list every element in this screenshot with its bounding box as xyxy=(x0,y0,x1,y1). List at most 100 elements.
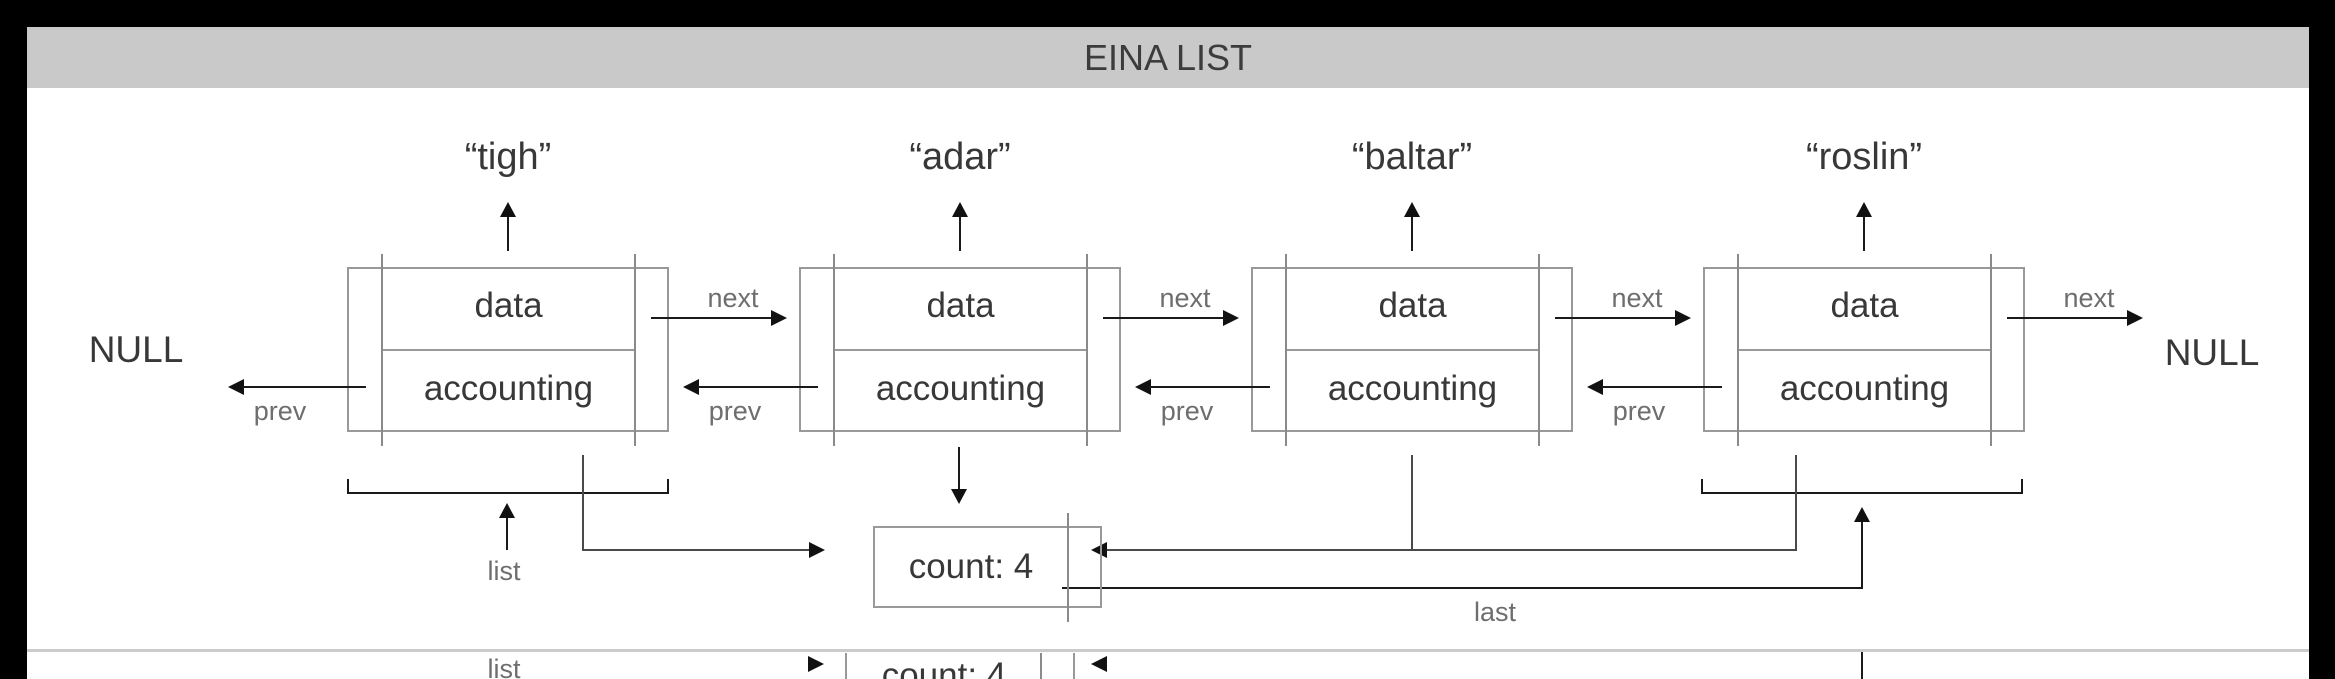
node-4-right-column-line xyxy=(1990,254,1992,446)
last-bracket-4-right-tick xyxy=(2021,479,2023,493)
node-1-left-column-line xyxy=(381,254,383,446)
node-2-row-divider xyxy=(835,349,1086,351)
prev-arrowhead-3-icon xyxy=(1135,379,1151,395)
next-label-2: next xyxy=(1159,283,1211,313)
list-node-3: “baltar” data accounting xyxy=(1251,27,1573,679)
page-title: EINA LIST xyxy=(1083,37,1253,78)
node-2-value-label: “adar” xyxy=(909,136,1011,178)
node-4-data-cell: data xyxy=(1830,286,1899,325)
list-label: list xyxy=(487,556,521,586)
node-1-data-cell: data xyxy=(474,286,543,325)
list-bracket-1-left-tick xyxy=(347,479,349,493)
next-arrow-1 xyxy=(651,317,773,319)
list-node-1: “tigh” data accounting xyxy=(347,27,669,679)
next-label-1: next xyxy=(707,283,759,313)
next-arrowhead-1-icon xyxy=(771,310,787,326)
null-right-label: NULL xyxy=(2164,332,2260,373)
node-2-right-column-line xyxy=(1086,254,1088,446)
next-arrow-2 xyxy=(1103,317,1225,319)
list-bracket-1 xyxy=(347,492,669,494)
last-arrowhead-icon xyxy=(1854,507,1870,522)
node-1-count-connector-v xyxy=(582,455,584,551)
node-2-value-arrow xyxy=(959,216,961,251)
node-4-count-connector-v xyxy=(1795,455,1797,551)
node-4-value-label: “roslin” xyxy=(1805,136,1923,178)
node-3-value-arrow xyxy=(1411,216,1413,251)
node-2-value-arrowhead-icon xyxy=(952,202,968,217)
prev-arrow-1 xyxy=(242,386,366,388)
node-1-value-label: “tigh” xyxy=(464,136,552,178)
prev-label-4: prev xyxy=(1612,396,1666,426)
next-arrow-4 xyxy=(2007,317,2129,319)
node-3-right-column-line xyxy=(1538,254,1540,446)
node-2-count-arrowhead-icon xyxy=(951,489,967,504)
last-bracket-4 xyxy=(1701,492,2023,494)
second-figure-count-box-left-edge xyxy=(845,653,847,679)
node-4-left-column-line xyxy=(1737,254,1739,446)
node-3-row-divider xyxy=(1287,349,1538,351)
last-connector-v xyxy=(1861,521,1863,589)
node-4-value-arrow xyxy=(1863,216,1865,251)
node-3-box xyxy=(1251,267,1573,432)
node-1-accounting-cell: accounting xyxy=(423,369,594,408)
node-1-value-arrowhead-icon xyxy=(500,202,516,217)
next-label-3: next xyxy=(1611,283,1663,313)
count-right-connector-h xyxy=(1106,549,1797,551)
prev-arrow-2 xyxy=(697,386,818,388)
count-value: count: 4 xyxy=(908,547,1034,586)
last-label: last xyxy=(1473,597,1517,627)
count-box-column-line xyxy=(1067,513,1069,622)
prev-arrowhead-2-icon xyxy=(683,379,699,395)
second-figure-count-value: count: 4 xyxy=(881,656,1007,679)
next-label-4: next xyxy=(2063,283,2115,313)
prev-label-3: prev xyxy=(1160,396,1214,426)
node-3-data-cell: data xyxy=(1378,286,1447,325)
prev-label-1: prev xyxy=(253,396,307,426)
node-3-left-column-line xyxy=(1285,254,1287,446)
list-node-2: “adar” data accounting xyxy=(799,27,1121,679)
prev-arrowhead-4-icon xyxy=(1587,379,1603,395)
node-1-box xyxy=(347,267,669,432)
list-bracket-1-right-tick xyxy=(667,479,669,493)
node-2-box xyxy=(799,267,1121,432)
prev-label-2: prev xyxy=(708,396,762,426)
second-figure-last-connector xyxy=(1861,652,1863,679)
second-figure-arrowhead-right-icon xyxy=(1091,656,1107,672)
next-arrowhead-3-icon xyxy=(1675,310,1691,326)
last-connector-h xyxy=(1062,587,1863,589)
prev-arrowhead-1-icon xyxy=(228,379,244,395)
second-figure-list-label: list xyxy=(487,654,521,679)
null-left-label: NULL xyxy=(88,329,184,370)
count-in-arrowhead-right-icon xyxy=(1091,542,1107,558)
prev-arrow-4 xyxy=(1601,386,1722,388)
node-1-count-connector-h xyxy=(582,549,810,551)
count-in-arrowhead-left-icon xyxy=(809,542,825,558)
node-1-right-column-line xyxy=(634,254,636,446)
list-arrow xyxy=(506,516,508,550)
diagram-page: EINA LIST NULL NULL “tigh” data accounti… xyxy=(27,27,2309,679)
second-figure-arrowhead-left-icon xyxy=(808,656,824,672)
figure-separator-line xyxy=(27,649,2309,652)
node-2-accounting-cell: accounting xyxy=(875,369,1046,408)
node-4-value-arrowhead-icon xyxy=(1856,202,1872,217)
list-arrowhead-icon xyxy=(499,503,515,518)
node-2-count-arrow xyxy=(958,447,960,490)
node-2-data-cell: data xyxy=(926,286,995,325)
node-1-value-arrow xyxy=(507,216,509,251)
node-3-count-connector-v xyxy=(1411,455,1413,551)
count-box xyxy=(873,526,1102,608)
node-1-row-divider xyxy=(383,349,634,351)
title-bar: EINA LIST xyxy=(27,27,2309,88)
last-bracket-4-left-tick xyxy=(1701,479,1703,493)
node-3-value-label: “baltar” xyxy=(1351,136,1473,178)
node-4-row-divider xyxy=(1739,349,1990,351)
node-4-box xyxy=(1703,267,2025,432)
prev-arrow-3 xyxy=(1149,386,1270,388)
list-node-4: “roslin” data accounting xyxy=(1703,27,2025,679)
node-2-left-column-line xyxy=(833,254,835,446)
second-figure-count-column-line xyxy=(1040,653,1042,679)
node-4-accounting-cell: accounting xyxy=(1779,369,1950,408)
next-arrowhead-4-icon xyxy=(2127,310,2143,326)
next-arrow-3 xyxy=(1555,317,1677,319)
